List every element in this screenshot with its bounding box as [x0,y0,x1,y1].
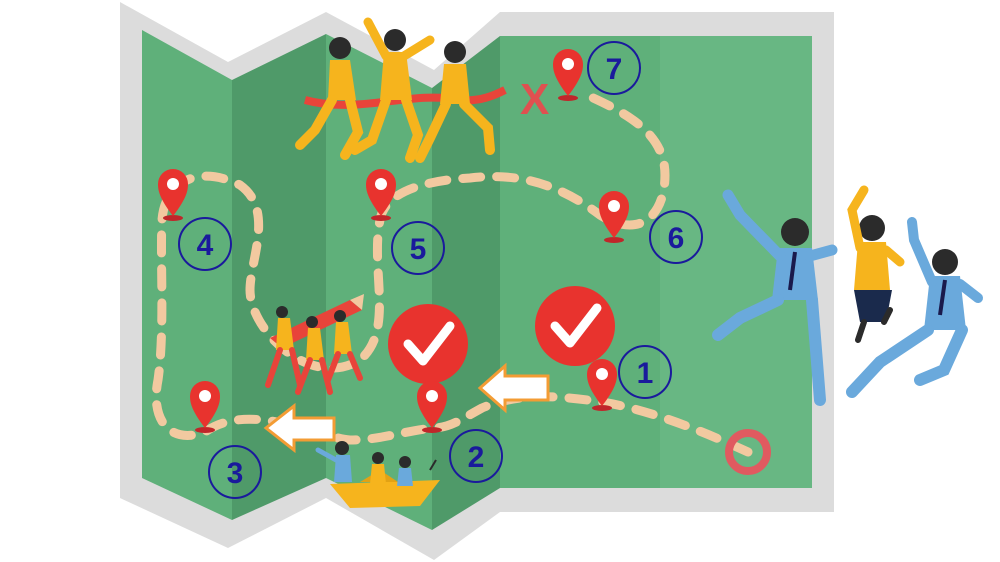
dashed-route [151,87,753,457]
map-pin-icon [417,381,447,433]
map-pin-icon [599,191,629,243]
checkmark-icon [535,286,615,366]
step-badge-1: 1 [618,345,672,399]
step-badge-3: 3 [208,445,262,499]
step-badge-6: 6 [649,210,703,264]
finish-cross-icon: X [520,75,549,124]
step-number: 5 [410,233,427,266]
step-number: 7 [606,53,623,86]
direction-arrow-icon [263,402,336,454]
step-badge-4: 4 [178,217,232,271]
map-pin-icon [158,169,188,221]
map-panel-1 [142,30,232,520]
map-pin-icon [587,359,617,411]
map-pin-icon [190,381,220,433]
step-badge-2: 2 [449,429,503,483]
step-badge-5: 5 [391,221,445,275]
step-badge-7: 7 [587,41,641,95]
start-ring-icon [725,429,771,475]
paper-boat-team-illustration [315,441,440,508]
step-number: 1 [637,357,654,390]
map-pin-icon [366,169,396,221]
checkmark-icon [388,304,468,384]
map-panel-6 [660,36,812,488]
step-number: 2 [468,441,485,474]
step-number: 4 [197,229,214,262]
finish-line-team-illustration [295,17,507,163]
celebrating-team-illustration [712,185,983,406]
pencil-team-illustration [265,294,364,395]
step-number: 3 [227,457,244,490]
direction-arrow-icon [477,362,550,414]
step-number: 6 [668,222,685,255]
map-panel-2 [232,34,326,520]
map-pin-icon [553,49,583,101]
